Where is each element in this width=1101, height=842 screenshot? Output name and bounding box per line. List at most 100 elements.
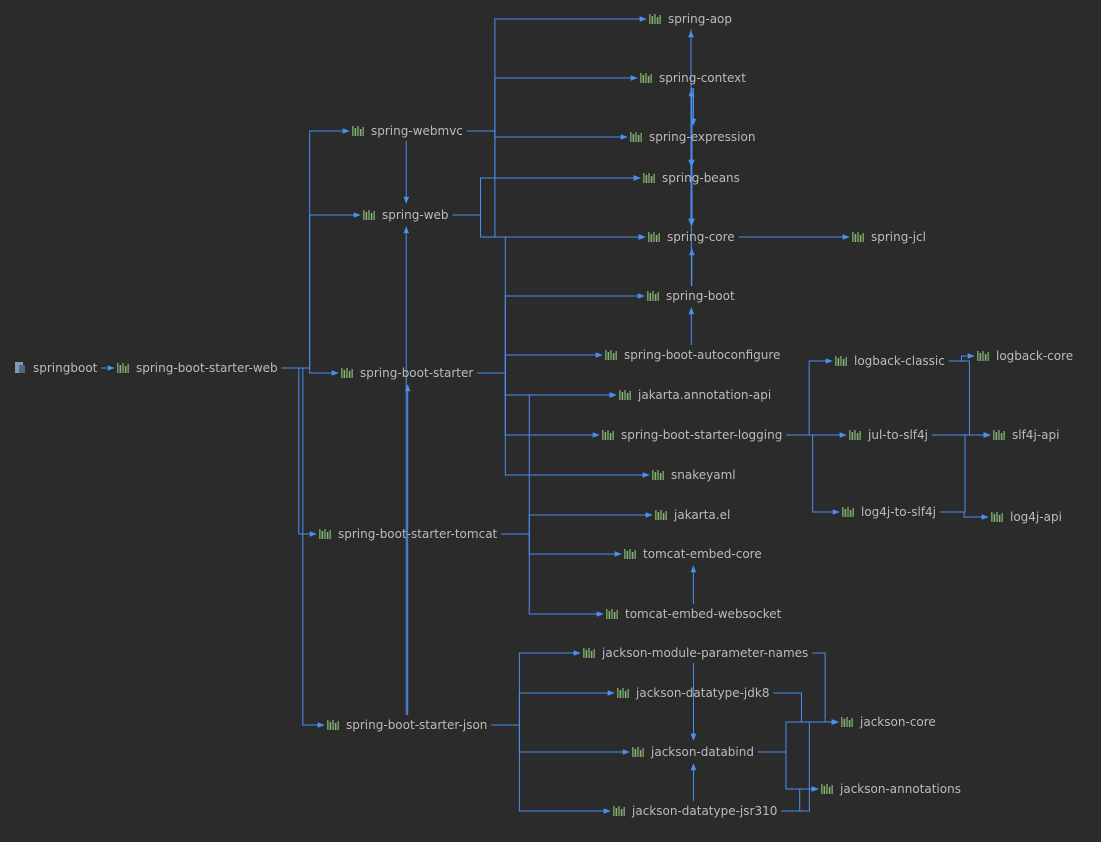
edge-spring-boot-starter-logging-to-log4j-to-slf4j: [786, 434, 840, 515]
edge-spring-boot-starter-to-spring-boot: [477, 293, 645, 374]
node-spring-boot-autoconfigure[interactable]: spring-boot-autoconfigure: [605, 348, 780, 362]
node-jackson-module-parameter-names[interactable]: jackson-module-parameter-names: [583, 646, 808, 660]
node-spring-boot-starter-web[interactable]: spring-boot-starter-web: [117, 361, 278, 375]
edge-jackson-module-parameter-names-to-jackson-core: [812, 652, 839, 725]
edge-spring-boot-starter-to-spring-boot-starter-logging: [477, 372, 600, 438]
node-spring-beans[interactable]: spring-beans: [643, 171, 740, 185]
node-label: tomcat-embed-core: [643, 547, 762, 561]
node-label: jackson-datatype-jdk8: [635, 686, 769, 700]
node-tomcat-embed-websocket[interactable]: tomcat-embed-websocket: [606, 607, 782, 621]
node-snakeyaml[interactable]: snakeyaml: [652, 468, 736, 482]
node-log4j-api[interactable]: log4j-api: [991, 510, 1062, 524]
edge-spring-web-to-spring-beans: [452, 175, 641, 216]
node-jul-to-slf4j[interactable]: jul-to-slf4j: [849, 428, 928, 442]
node-jackson-core[interactable]: jackson-core: [841, 715, 936, 729]
node-label: snakeyaml: [671, 468, 736, 482]
node-label: jackson-module-parameter-names: [601, 646, 808, 660]
edge-jackson-datatype-jdk8-to-jackson-core: [773, 692, 839, 725]
library-icon: [652, 470, 664, 480]
node-label: spring-boot-starter-web: [136, 361, 278, 375]
node-label: log4j-api: [1010, 510, 1062, 524]
edge-spring-boot-starter-tomcat-to-jakarta-annotation-api: [501, 392, 617, 535]
library-icon: [647, 291, 659, 301]
library-icon: [977, 351, 989, 361]
edge-log4j-to-slf4j-to-slf4j-api: [939, 432, 991, 513]
node-label: spring-expression: [649, 130, 755, 144]
library-icon: [841, 717, 853, 727]
edge-spring-boot-starter-web-to-spring-boot-starter: [281, 367, 339, 376]
edge-spring-webmvc-to-spring-expression: [466, 130, 628, 140]
library-icon: [640, 73, 652, 83]
node-label: spring-boot-starter-tomcat: [338, 527, 498, 541]
node-label: tomcat-embed-websocket: [625, 607, 782, 621]
library-icon: [655, 510, 667, 520]
node-springboot[interactable]: springboot: [15, 361, 98, 375]
edge-spring-boot-starter-logging-to-logback-classic: [786, 358, 833, 436]
node-spring-boot-starter[interactable]: spring-boot-starter: [341, 366, 473, 380]
project-module-icon: [15, 362, 25, 373]
node-spring-aop[interactable]: spring-aop: [649, 12, 732, 26]
edge-jackson-datatype-jsr310-to-jackson-core: [781, 719, 839, 812]
library-icon: [352, 126, 364, 136]
node-jackson-databind[interactable]: jackson-databind: [632, 745, 754, 759]
library-icon: [835, 356, 847, 366]
library-icon: [619, 390, 631, 400]
node-label: jackson-databind: [650, 745, 754, 759]
library-icon: [605, 350, 617, 360]
edge-spring-boot-starter-to-spring-core: [477, 234, 646, 374]
node-spring-core[interactable]: spring-core: [648, 230, 735, 244]
edge-logback-classic-to-logback-core: [948, 353, 975, 362]
node-label: jul-to-slf4j: [867, 428, 928, 442]
node-jackson-datatype-jsr310[interactable]: jackson-datatype-jsr310: [613, 804, 777, 818]
node-log4j-to-slf4j[interactable]: log4j-to-slf4j: [842, 505, 936, 519]
node-logback-core[interactable]: logback-core: [977, 349, 1073, 363]
node-spring-web[interactable]: spring-web: [363, 208, 449, 222]
node-slf4j-api[interactable]: slf4j-api: [993, 428, 1059, 442]
node-label: jackson-datatype-jsr310: [631, 804, 777, 818]
node-jakarta-annotation-api[interactable]: jakarta.annotation-api: [619, 388, 771, 402]
node-label: spring-boot-autoconfigure: [624, 348, 780, 362]
library-icon: [341, 368, 353, 378]
edge-spring-boot-starter-web-to-spring-boot-starter-tomcat: [281, 367, 317, 537]
node-spring-context[interactable]: spring-context: [640, 71, 746, 85]
node-jakarta-el[interactable]: jakarta.el: [655, 508, 730, 522]
node-logback-classic[interactable]: logback-classic: [835, 354, 945, 368]
edge-spring-boot-starter-to-spring-boot-autoconfigure: [477, 352, 603, 374]
edge-spring-boot-starter-json-to-jackson-datatype-jdk8: [491, 690, 615, 726]
edge-spring-webmvc-to-spring-aop: [466, 16, 647, 132]
edge-spring-boot-starter-web-to-spring-boot-starter-json: [281, 367, 325, 728]
node-spring-jcl[interactable]: spring-jcl: [852, 230, 926, 244]
node-label: spring-boot-starter-logging: [621, 428, 782, 442]
library-icon: [993, 430, 1005, 440]
library-icon: [624, 549, 636, 559]
edge-spring-boot-starter-to-snakeyaml: [477, 372, 650, 478]
node-label: log4j-to-slf4j: [861, 505, 936, 519]
node-tomcat-embed-core[interactable]: tomcat-embed-core: [624, 547, 762, 561]
node-label: jakarta.el: [673, 508, 730, 522]
nodes-layer: springboot spring-boot-starter-web spring-…: [15, 12, 1073, 818]
node-spring-webmvc[interactable]: spring-webmvc: [352, 124, 463, 138]
node-jackson-annotations[interactable]: jackson-annotations: [821, 782, 961, 796]
edges-layer: [101, 16, 991, 814]
node-jackson-datatype-jdk8[interactable]: jackson-datatype-jdk8: [617, 686, 769, 700]
edge-jackson-datatype-jsr310-to-jackson-annotations: [781, 786, 819, 812]
edge-spring-boot-starter-json-to-jackson-module-parameter-names: [491, 650, 581, 726]
node-label: spring-webmvc: [371, 124, 463, 138]
node-label: spring-jcl: [871, 230, 926, 244]
library-icon: [852, 232, 864, 242]
node-spring-expression[interactable]: spring-expression: [630, 130, 755, 144]
library-icon: [613, 806, 625, 816]
node-spring-boot-starter-tomcat[interactable]: spring-boot-starter-tomcat: [319, 527, 498, 541]
node-spring-boot-starter-json[interactable]: spring-boot-starter-json: [327, 718, 487, 732]
node-spring-boot-starter-logging[interactable]: spring-boot-starter-logging: [602, 428, 782, 442]
edge-spring-webmvc-to-spring-core: [466, 130, 646, 240]
library-icon: [842, 507, 854, 517]
node-label: spring-core: [667, 230, 735, 244]
library-icon: [991, 512, 1003, 522]
library-icon: [117, 363, 129, 373]
node-label: spring-boot: [666, 289, 735, 303]
library-icon: [821, 784, 833, 794]
library-icon: [319, 529, 331, 539]
edge-spring-boot-starter-tomcat-to-tomcat-embed-websocket: [501, 533, 604, 617]
node-spring-boot[interactable]: spring-boot: [647, 289, 735, 303]
